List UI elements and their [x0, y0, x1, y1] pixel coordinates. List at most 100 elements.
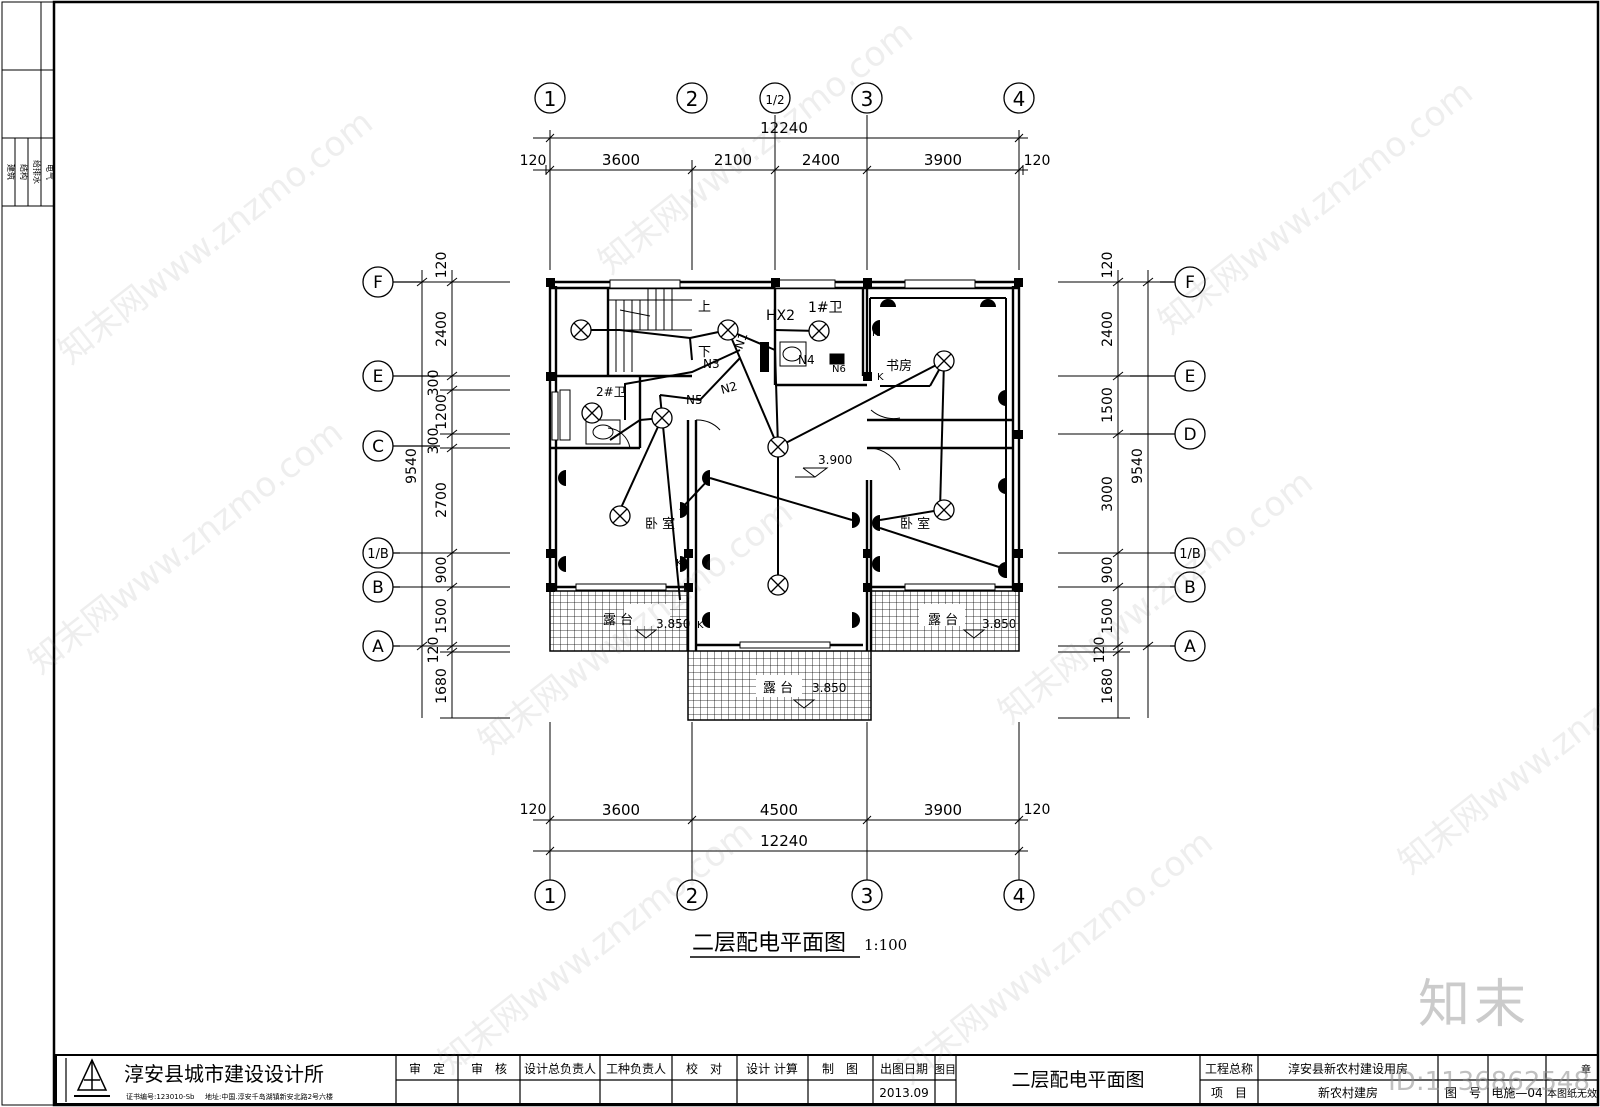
- dim-left-4: 300: [426, 428, 442, 455]
- dim-left-8: 120: [426, 637, 442, 664]
- role-chief-designer: 设计总负责人: [524, 1062, 596, 1076]
- grid-bubbles-bottom: [534, 879, 1035, 911]
- sockets: [558, 299, 1006, 628]
- dim-right-total: 9540: [1130, 448, 1146, 484]
- title-block-project: 工程总称 淳安县新农村建设用房 项 目 新农村建房 图 号 电施—04 本图纸无…: [1205, 1061, 1597, 1100]
- dim-top-3: 2400: [802, 151, 840, 169]
- label-bedroom-left: 卧 室: [645, 516, 675, 532]
- dim-left-total: 9540: [404, 448, 420, 484]
- elevation-markers: [634, 467, 986, 709]
- drawing-no-label: 图 号: [1445, 1086, 1481, 1100]
- switch-K-1: K: [872, 328, 879, 339]
- grid-right-labels: F E D 1/B B A: [1179, 273, 1201, 657]
- circuit-N3: N3: [703, 357, 720, 371]
- dim-bottom-2: 4500: [760, 801, 798, 819]
- switch-K-2: K: [676, 558, 683, 569]
- label-toilet-2: 2#卫: [596, 385, 626, 399]
- dim-bottom-total: 12240: [760, 832, 808, 850]
- dimension-right: [1058, 270, 1170, 719]
- dim-left-7: 1500: [434, 598, 450, 634]
- label-study: 书房: [886, 358, 912, 374]
- grid-top-3: 3: [861, 87, 874, 111]
- grid-right-A: A: [1184, 637, 1196, 657]
- strip-electrical: 电气: [45, 164, 55, 180]
- item-label: 项 目: [1211, 1086, 1247, 1100]
- dimension-bottom: [533, 722, 1028, 880]
- dimension-top: [533, 115, 1028, 270]
- label-stair-down: 下: [698, 345, 711, 360]
- dim-left-2: 300: [426, 370, 442, 397]
- company-logo: [74, 1058, 110, 1097]
- grid-bottom-3: 3: [861, 884, 874, 908]
- grid-left-A: A: [372, 637, 384, 657]
- circuit-N5: N5: [686, 393, 703, 407]
- panel-label: HX2: [766, 308, 795, 324]
- grid-left-C: C: [372, 437, 384, 457]
- item-value: 新农村建房: [1318, 1085, 1378, 1100]
- dim-left-5: 2700: [434, 482, 450, 518]
- label-balcony-left: 露 台: [603, 613, 633, 628]
- dim-right-2: 1500: [1100, 387, 1116, 423]
- circuit-labels: HX2 N1 N2 N3 N4 N5 N6 K K K K: [676, 308, 884, 631]
- dim-left-6: 900: [434, 557, 450, 584]
- dimension-left-labels: 120 2400 300 1200 300 2700 900 1500 120 …: [404, 252, 450, 704]
- title-block: [55, 1054, 1599, 1105]
- elev-balcony-left: 3.850: [656, 617, 690, 631]
- dim-right-5: 1500: [1100, 598, 1116, 634]
- dim-left-1: 2400: [434, 311, 450, 347]
- dim-right-7: 1680: [1100, 668, 1116, 704]
- role-approve: 审 定: [409, 1061, 445, 1076]
- circuit-N4: N4: [798, 353, 815, 367]
- watermark-logo: 知末: [1417, 975, 1530, 1035]
- col-label: 图目: [934, 1063, 956, 1076]
- grid-right-D: D: [1183, 425, 1196, 445]
- dim-bottom-3: 3900: [924, 801, 962, 819]
- grid-bubbles-left: [362, 266, 440, 662]
- seal-text: 章: [1581, 1063, 1591, 1076]
- grid-left-F: F: [373, 273, 383, 293]
- label-toilet-1: 1#卫: [808, 300, 843, 316]
- project-value: 淳安县新农村建设用房: [1288, 1061, 1408, 1076]
- circuit-N6: N6: [832, 364, 846, 375]
- dim-top-2: 2100: [714, 151, 752, 169]
- role-check: 校 对: [686, 1061, 722, 1076]
- grid-right-E: E: [1185, 367, 1196, 387]
- grid-left-E: E: [373, 367, 384, 387]
- date-value: 2013.09: [879, 1086, 929, 1100]
- label-balcony-center: 露 台: [763, 681, 793, 696]
- role-drafting: 制 图: [822, 1062, 858, 1076]
- dim-right-4: 900: [1100, 557, 1116, 584]
- grid-right-F: F: [1185, 273, 1195, 293]
- company-name: 淳安县城市建设设计所: [124, 1062, 324, 1086]
- grid-left-B: B: [372, 578, 384, 598]
- title-block-roles: 审 定 审 核 设计总负责人 工种负责人 校 对 设计 计算 制 图 出图日期 …: [409, 1061, 956, 1100]
- elev-balcony-right: 3.850: [982, 617, 1016, 631]
- dim-left-9: 1680: [434, 668, 450, 704]
- watermark-id: ID:1136862548: [1388, 1067, 1590, 1097]
- grid-left-1B: 1/B: [367, 547, 389, 562]
- notice-text: 本图纸无效: [1547, 1087, 1597, 1100]
- cert-number: 证书编号:123010-Sb: [126, 1092, 195, 1101]
- role-review: 审 核: [471, 1061, 507, 1076]
- dim-right-3: 3000: [1100, 476, 1116, 512]
- role-design-calc: 设计 计算: [746, 1061, 798, 1076]
- dim-right-1: 2400: [1100, 311, 1116, 347]
- floor-plan: [546, 278, 1023, 721]
- switch-K-3: K: [697, 620, 704, 631]
- label-balcony-right: 露 台: [928, 613, 958, 628]
- grid-top-2: 2: [686, 87, 699, 111]
- dimension-left: [400, 270, 510, 719]
- company-address: 地址:中国.淳安千岛湖镇新安北路2号六楼: [205, 1092, 333, 1101]
- label-stair-up: 上: [698, 300, 711, 315]
- circuit-N2: N2: [719, 379, 739, 397]
- grid-bubbles-right: [1130, 266, 1206, 662]
- dim-top-1: 3600: [602, 151, 640, 169]
- strip-structure: 结构: [19, 164, 29, 180]
- grid-left-labels: F E C 1/B B A: [367, 273, 389, 657]
- dim-top-total: 12240: [760, 119, 808, 137]
- grid-top-4: 4: [1013, 87, 1026, 111]
- room-labels: 卧 室 卧 室 书房 1#卫 2#卫 露 台 露 台 露 台 上 下: [596, 300, 958, 696]
- dim-top-5: 120: [1024, 153, 1051, 169]
- circuit-N1: N1: [732, 331, 751, 351]
